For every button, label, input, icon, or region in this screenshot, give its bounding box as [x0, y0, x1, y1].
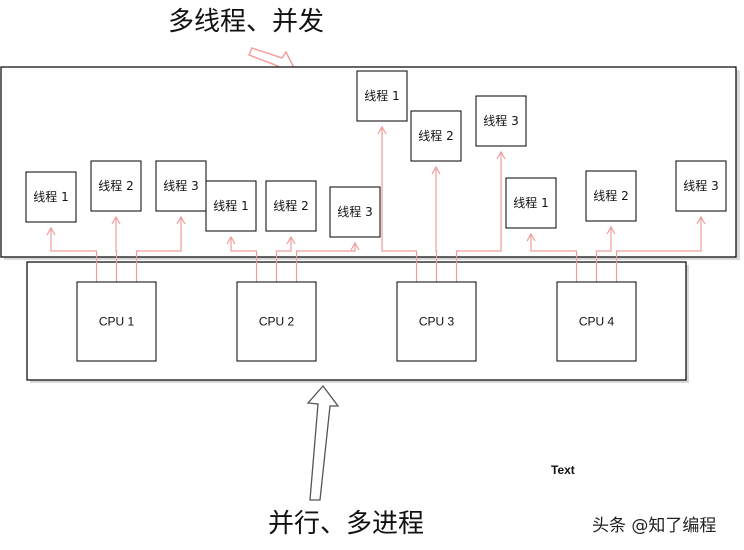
arrowhead-icon: [111, 215, 121, 225]
connector-line: [295, 243, 356, 282]
arrowhead-icon: [496, 150, 506, 160]
thread-box: [25, 171, 77, 223]
cpu-node: CPU 4: [556, 281, 637, 362]
thread-label: 线程 3: [683, 178, 718, 193]
thread-label: 线程 2: [418, 128, 453, 143]
thread-box: [90, 160, 142, 212]
connector-line: [435, 167, 438, 282]
thread-label: 线程 2: [273, 198, 308, 213]
connector-line: [275, 237, 292, 282]
thread-node: 线程 2: [410, 110, 462, 162]
connector-line: [50, 228, 98, 282]
thread-label: 线程 3: [337, 204, 372, 219]
arrowhead-icon: [526, 232, 536, 242]
connector-line: [455, 152, 502, 282]
text-label: Text: [551, 463, 575, 477]
thread-box: [356, 70, 408, 122]
thread-node: 线程 3: [155, 160, 207, 212]
thread-node: 线程 3: [475, 95, 527, 147]
cpu-box: [76, 281, 157, 362]
arrow-up-icon: [306, 384, 340, 501]
thread-label: 线程 2: [98, 178, 133, 193]
cpu-node: CPU 1: [76, 281, 157, 362]
arrowhead-icon: [606, 225, 616, 235]
cpu-node: CPU 2: [236, 281, 317, 362]
thread-node: 线程 3: [675, 160, 727, 212]
thread-box: [475, 95, 527, 147]
cpu-box: [556, 281, 637, 362]
arrowhead-icon: [350, 241, 360, 251]
cpu-label: CPU 1: [99, 315, 135, 329]
thread-node: 线程 1: [205, 180, 257, 232]
thread-label: 线程 3: [483, 113, 518, 128]
thread-box: [410, 110, 462, 162]
thread-box: [505, 177, 557, 229]
cpu-box: [396, 281, 477, 362]
thread-node: 线程 2: [265, 180, 317, 232]
thread-label: 线程 1: [513, 195, 548, 210]
connector-line: [381, 127, 418, 282]
thread-node: 线程 2: [585, 170, 637, 222]
thread-label: 线程 1: [33, 189, 68, 204]
connector-line: [115, 217, 118, 282]
thread-box: [675, 160, 727, 212]
nodes: CPU 1 线程 1 线程 2 线程 3 CPU 2 线程 1 线程 2 线程 3 CPU 3 线…: [25, 70, 727, 362]
thread-box: [155, 160, 207, 212]
cpu-box: [236, 281, 317, 362]
thread-box: [329, 186, 381, 238]
watermark: 头条 @知了编程: [592, 516, 716, 536]
thread-box: [205, 180, 257, 232]
cpu-label: CPU 2: [259, 315, 295, 329]
connector-line: [595, 227, 612, 282]
arrowhead-icon: [286, 235, 296, 245]
cpu-node: CPU 3: [396, 281, 477, 362]
arrowhead-icon: [696, 215, 706, 225]
thread-label: 线程 3: [163, 178, 198, 193]
arrowhead-icon: [46, 226, 56, 236]
thread-node: 线程 2: [90, 160, 142, 212]
connector-line: [530, 234, 578, 282]
thread-node: 线程 3: [329, 186, 381, 238]
connector-line: [230, 237, 258, 282]
thread-node: 线程 1: [25, 171, 77, 223]
arrowhead-icon: [176, 215, 186, 225]
cpu-label: CPU 4: [579, 315, 615, 329]
arrowhead-icon: [431, 165, 441, 175]
thread-label: 线程 2: [593, 188, 628, 203]
connector-line: [135, 217, 182, 282]
connector-line: [615, 217, 702, 282]
thread-label: 线程 1: [364, 88, 399, 103]
arrowhead-icon: [377, 125, 387, 135]
cpu-label: CPU 3: [419, 315, 455, 329]
thread-box: [585, 170, 637, 222]
thread-node: 线程 1: [505, 177, 557, 229]
title-top: 多线程、并发: [168, 7, 324, 37]
thread-label: 线程 1: [213, 198, 248, 213]
connector-lines: [46, 125, 706, 282]
thread-box: [265, 180, 317, 232]
arrowhead-icon: [226, 235, 236, 245]
title-bottom: 并行、多进程: [268, 509, 424, 539]
thread-node: 线程 1: [356, 70, 408, 122]
